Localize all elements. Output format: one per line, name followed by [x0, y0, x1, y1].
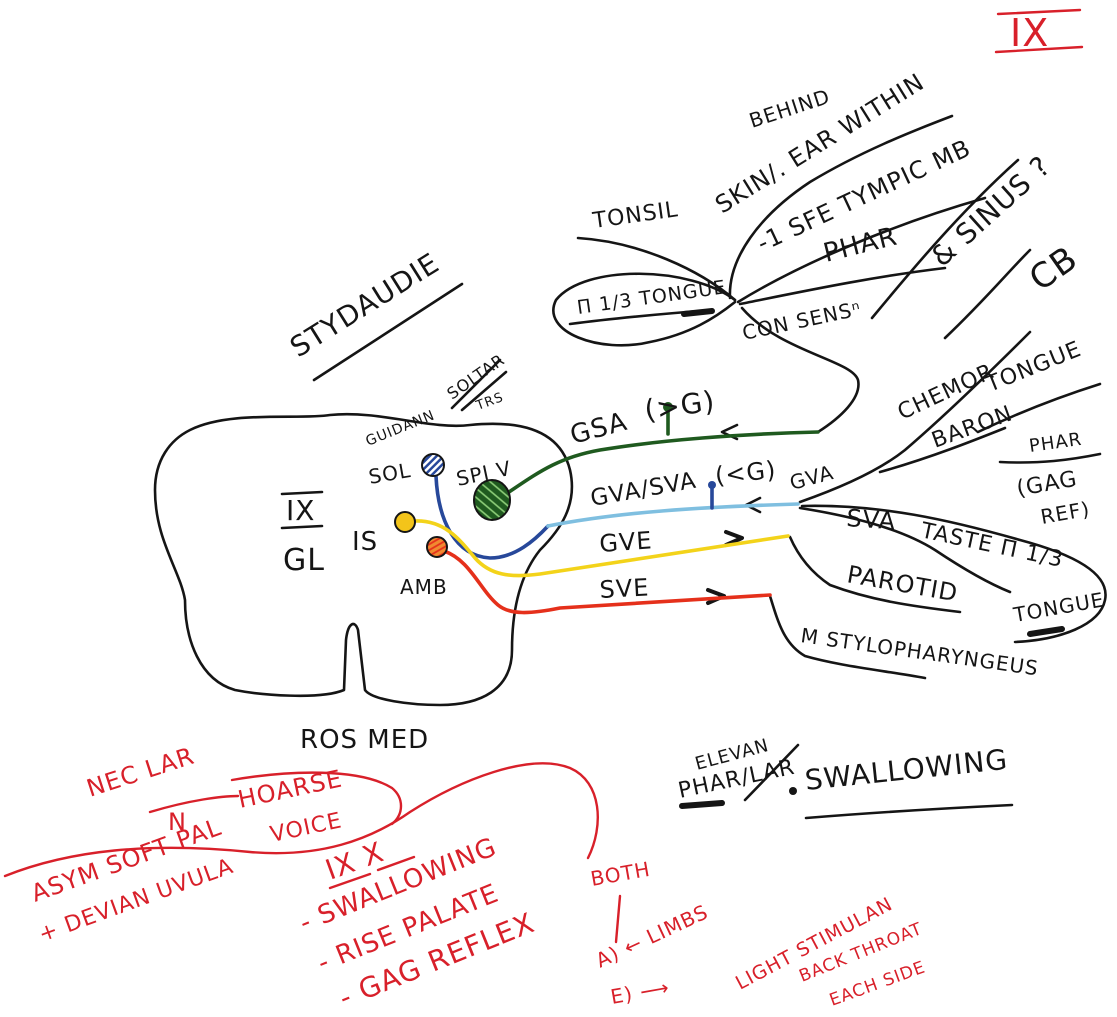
swallowing-underline: [804, 803, 1014, 820]
clinical-nec-lar: NEC LAR: [83, 742, 198, 803]
heading-underline: [312, 282, 464, 382]
label-con-sens: CON SENSⁿ: [740, 296, 863, 345]
label-baron: BARON: [929, 401, 1017, 453]
gsa-fiber: [498, 430, 820, 500]
brainstem-outline: [153, 412, 574, 707]
sve-fiber: [442, 549, 772, 615]
hoarse-loop-curve: [230, 771, 403, 826]
chemor-branch: [798, 330, 1032, 504]
phar-lar-underline-bar: [679, 800, 725, 809]
label-swallowing: SWALLOWING: [803, 743, 1009, 797]
gva-pin-head: [708, 481, 716, 489]
sinus-right-line: [943, 248, 1032, 340]
clinical-voice: VOICE: [268, 808, 344, 848]
label-is: IS: [352, 527, 378, 557]
label-crossed-2: TRS: [473, 390, 506, 414]
clinical-both: BOTH: [589, 857, 653, 891]
clinical-lines: [3, 8, 1084, 944]
baron-branch: [878, 426, 1007, 474]
tongue-upper-branch: [976, 382, 1102, 434]
sol-fiber: [434, 474, 550, 560]
tongue-underline-bar: [681, 308, 715, 317]
tongue-loop: [552, 272, 737, 347]
nerve-title: IX: [1010, 11, 1049, 55]
spinal-trigeminal-nucleus: [473, 479, 511, 521]
ink-lines: [153, 114, 1107, 820]
ix-overline: [280, 490, 324, 496]
clinical-a-limbs: A) ← LIMBS: [592, 900, 712, 973]
clinical-n: N: [168, 808, 187, 836]
label-parotid: PAROTID: [845, 560, 960, 607]
label-gve: GVE: [598, 526, 653, 558]
label-gsa-qual: (>G): [642, 384, 717, 427]
ix-x-underline: [328, 872, 372, 890]
clinical-e-arrow: E) ⟶: [609, 975, 672, 1009]
gsa-trunk: [740, 306, 860, 434]
tympanic-branch: [736, 196, 987, 304]
label-gsa: GSA: [567, 407, 631, 451]
sva-branch: [798, 506, 1012, 594]
label-cb: CB: [1022, 238, 1085, 299]
gve-fiber: [413, 519, 790, 578]
label-ros-med: ROS MED: [300, 725, 429, 755]
label-tonsil: TONSIL: [590, 197, 680, 234]
label-gag: (GAG: [1015, 467, 1080, 502]
taste-tongue-loop: [800, 504, 1107, 644]
tongue-lower-underline: [1027, 626, 1065, 637]
solitary-nucleus: [421, 453, 445, 477]
label-phar-upper: PHAR: [820, 222, 900, 269]
label-gva-sva-qual: (<G): [714, 456, 778, 490]
label-behind: BEHIND: [746, 84, 833, 133]
label-gl: GL: [283, 543, 325, 578]
clinical-sweep-curve: [3, 762, 599, 878]
crossed-out-strike-2: [460, 370, 508, 412]
phar-upper-branch: [738, 266, 947, 306]
nucleus-ambiguus: [426, 536, 448, 558]
gva-sva-fiber: [546, 502, 800, 528]
label-sol: SOL: [367, 458, 413, 489]
both-connector: [614, 894, 622, 944]
label-tongue-upper: TONGUE: [982, 337, 1085, 398]
gve-arrow: [724, 530, 744, 547]
clinical-hoarse: HOARSE: [235, 764, 345, 813]
x-underline: [376, 855, 416, 872]
phar-right-branch: [998, 452, 1102, 464]
sinus-left-line: [870, 158, 1020, 320]
label-gva: GVA: [787, 460, 836, 495]
inferior-salivatory-nucleus: [394, 511, 416, 533]
stylopharyngeus-branch: [768, 594, 927, 680]
elevan-divider: [743, 743, 800, 802]
label-amb: AMB: [400, 575, 448, 599]
gsa-pin-head: [663, 402, 673, 412]
crossed-out-strike-1: [450, 358, 502, 410]
parotid-branch: [788, 535, 962, 614]
label-sva: SVA: [846, 504, 897, 535]
ink-labels: BEHIND SKIN/. EAR WITHIN -1 SFE TYMPIC M…: [283, 68, 1106, 804]
skin-ear-branch: [728, 114, 954, 300]
label-phar-right: PHAR: [1028, 429, 1084, 457]
label-stylopharyngeus: M STYLOPHARYNGEUS: [799, 623, 1040, 680]
label-section-ix: IX: [286, 494, 315, 527]
ix-underline: [280, 524, 324, 530]
title-overline: [996, 8, 1082, 16]
nec-lar-link-curve: [148, 794, 240, 814]
swallowing-bullet: [789, 787, 797, 795]
label-guidance: GUIDANN: [364, 407, 438, 449]
title-underline: [994, 45, 1084, 54]
tonsil-branch: [576, 236, 737, 302]
label-sve: SVE: [599, 573, 650, 604]
sve-arrow: [706, 588, 726, 605]
label-ref: REF): [1039, 497, 1092, 529]
label-gva-sva: GVA/SVA: [589, 468, 699, 512]
